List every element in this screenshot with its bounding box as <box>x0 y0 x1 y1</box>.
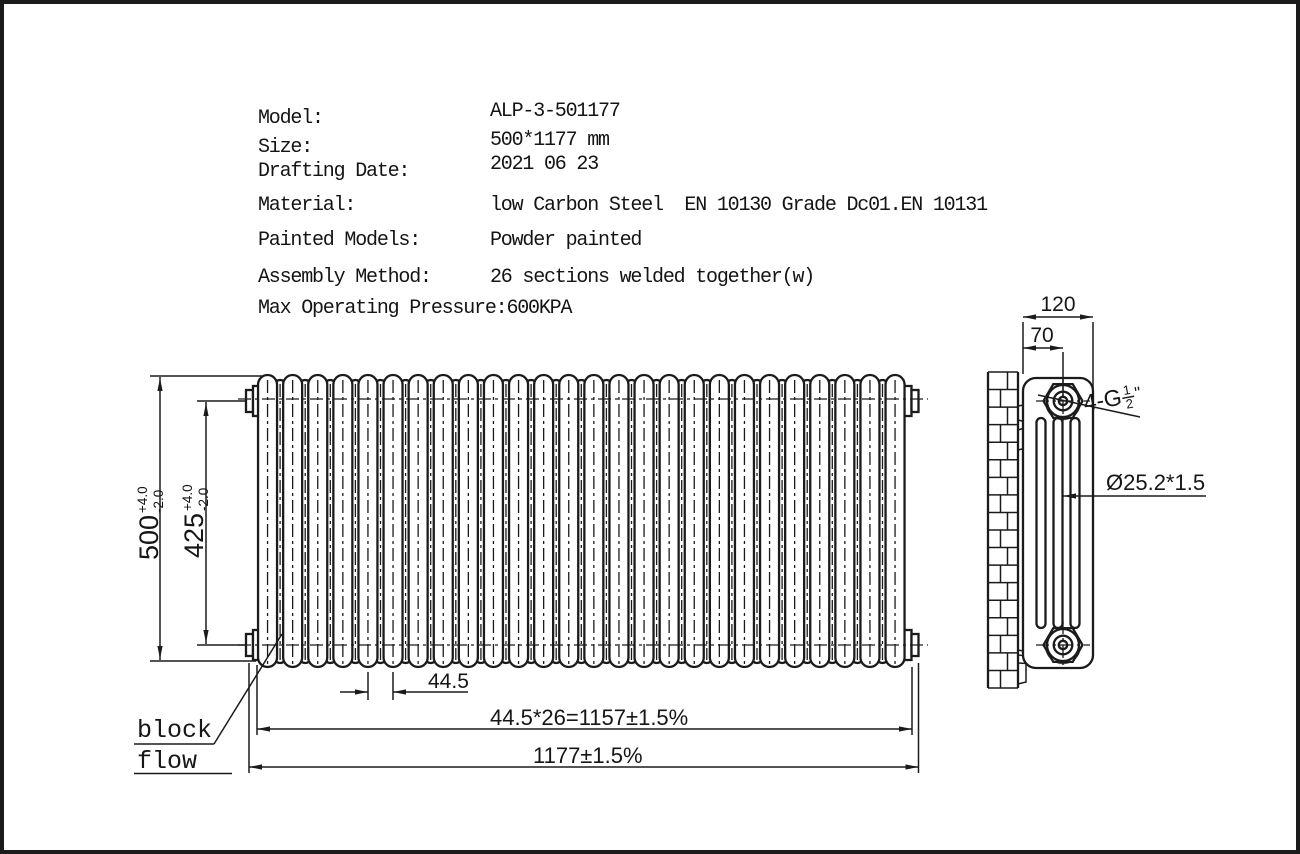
dim-425-text: 425+4.0-2.0 <box>179 484 211 558</box>
front-column <box>558 373 580 669</box>
front-column <box>658 373 680 669</box>
spec-label: Material: <box>258 194 356 217</box>
dimensions: 500+4.0-2.0 425+4.0-2.0 44.5 44.5*26=115… <box>134 293 1206 776</box>
front-columns <box>256 373 906 669</box>
fraction-bar <box>1122 395 1135 400</box>
dim-arrowhead <box>355 689 368 695</box>
front-column <box>784 373 806 669</box>
front-column <box>407 373 429 669</box>
thread-fraction-denominator: 2 <box>1125 396 1135 412</box>
dim-arrowhead <box>157 378 163 391</box>
thread-leader <box>1037 394 1141 418</box>
front-column <box>758 373 781 669</box>
dim-arrowhead <box>257 726 270 732</box>
thread-prefix: 4-G <box>1081 384 1123 416</box>
front-column <box>583 373 605 669</box>
side-view <box>986 371 1095 689</box>
spec-value: ALP-3-501177 <box>490 100 621 123</box>
front-column <box>281 373 304 669</box>
dim-arrowhead <box>899 726 912 732</box>
front-column <box>683 373 705 669</box>
spec-value: 500*1177 mm <box>490 129 610 152</box>
front-column <box>633 373 655 669</box>
spec-row-painted-models: Painted Models: Powder painted <box>258 229 642 252</box>
dim-500-text: 500+4.0-2.0 <box>134 486 166 560</box>
spec-label: Painted Models: <box>258 229 421 252</box>
dim-arrowhead <box>1063 493 1076 499</box>
spec-row-model: Model: ALP-3-501177 <box>258 100 621 130</box>
dim-pitch-text: 44.5 <box>428 670 469 693</box>
dim-70-text: 70 <box>1030 324 1053 347</box>
front-column <box>859 373 881 669</box>
column-centerlines <box>266 380 896 664</box>
front-column <box>507 373 530 669</box>
front-column <box>884 373 906 669</box>
spec-row-max-pressure: Max Operating Pressure:600KPA <box>258 297 572 320</box>
thread-fraction-numerator: 1 <box>1122 382 1132 398</box>
dim-arrowhead <box>1080 314 1093 320</box>
spec-row-size: Size: 500*1177 mm <box>258 129 610 159</box>
dim-1157-text: 44.5*26=1157±1.5% <box>490 705 688 730</box>
dim-1177-text: 1177±1.5% <box>533 743 643 768</box>
dim-arrowhead <box>1050 345 1063 351</box>
bottom-tapping-nut <box>1036 621 1090 669</box>
dim-arrowhead <box>203 403 209 416</box>
front-column <box>733 373 756 669</box>
spec-label: Assembly Method: <box>258 266 432 289</box>
front-view <box>238 373 928 669</box>
front-column <box>533 373 555 669</box>
block-flow-label-line2: flow <box>137 747 197 776</box>
dim-120-text: 120 <box>1040 293 1075 316</box>
front-column <box>482 373 505 669</box>
section-side-profile <box>1021 376 1095 670</box>
spec-label: Drafting Date: <box>258 160 410 183</box>
front-column <box>457 373 480 669</box>
dimension-arrowheads <box>157 314 1093 770</box>
front-column <box>307 373 329 669</box>
dim-arrowhead <box>393 689 406 695</box>
thread-suffix: " <box>1133 383 1142 403</box>
spec-label: Size: <box>258 136 313 159</box>
spec-value: 600KPA <box>506 297 572 320</box>
spec-row-assembly-method: Assembly Method: 26 sections welded toget… <box>258 266 815 289</box>
spec-row-material: Material: low Carbon Steel EN 10130 Grade… <box>258 194 988 217</box>
spec-value: 26 sections welded together(w) <box>490 266 815 289</box>
front-column <box>608 373 630 669</box>
spec-label: Model: <box>258 107 324 130</box>
dim-arrowhead <box>157 646 163 659</box>
front-column <box>357 373 379 669</box>
dim-arrowhead <box>1023 345 1036 351</box>
spec-label: Max Operating Pressure: <box>258 297 508 320</box>
front-column <box>256 373 279 669</box>
front-column <box>382 373 404 669</box>
tube-dim-text: Ø25.2*1.5 <box>1106 470 1205 495</box>
front-column <box>809 373 831 669</box>
dim-arrowhead <box>1023 314 1036 320</box>
column-tube-slot <box>1069 416 1081 630</box>
spec-value: 2021 06 23 <box>490 153 599 176</box>
plug-cap-top-right <box>910 388 920 414</box>
front-column <box>332 373 354 669</box>
front-column <box>834 373 856 669</box>
thread-callout: 4-G 1 2 " <box>1081 382 1142 416</box>
block-flow-leader <box>213 633 283 745</box>
spec-row-drafting-date: Drafting Date: 2021 06 23 <box>258 153 599 183</box>
dim-arrowhead <box>203 630 209 643</box>
front-column <box>432 373 454 669</box>
spec-value: low Carbon Steel EN 10130 Grade Dc01.EN … <box>490 194 988 217</box>
dim-arrowhead <box>905 764 919 770</box>
front-column <box>708 373 730 669</box>
spec-value: Powder painted <box>490 229 642 252</box>
dim-arrowhead <box>249 764 262 770</box>
wall-section-hatch <box>988 371 1018 689</box>
block-flow-label-line1: block <box>137 716 212 745</box>
column-tube-slot <box>1035 416 1047 630</box>
